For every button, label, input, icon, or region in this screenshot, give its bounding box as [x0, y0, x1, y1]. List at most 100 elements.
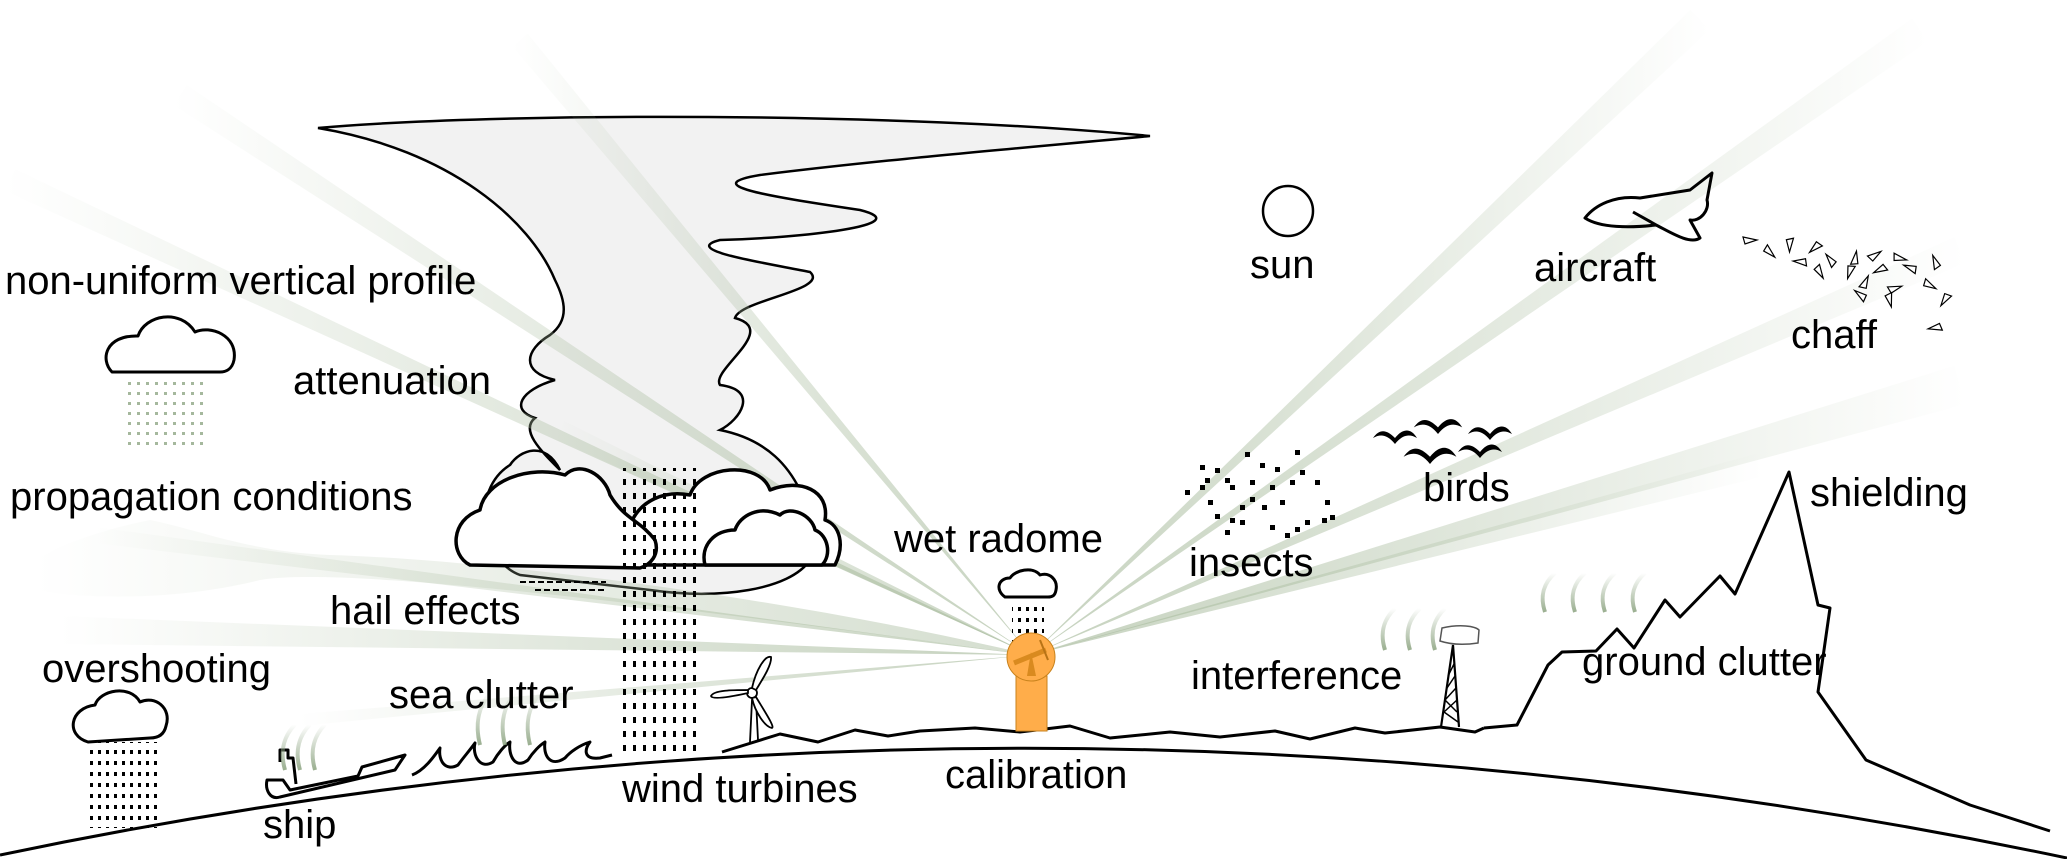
radar-beam — [59, 616, 1032, 655]
echo-arc — [1540, 571, 1557, 613]
insect — [1290, 480, 1295, 485]
chaff-particle — [1846, 265, 1857, 281]
insect — [1215, 514, 1220, 519]
insect — [1250, 480, 1255, 485]
insect — [1230, 485, 1235, 490]
insect — [1240, 505, 1245, 510]
sun-icon — [1261, 184, 1315, 238]
bird — [1373, 430, 1417, 444]
bird — [1403, 447, 1457, 464]
label-overshooting: overshooting — [42, 647, 271, 691]
radar-beam — [1031, 453, 1764, 655]
insect — [1245, 452, 1250, 457]
wind-turbine-icon — [710, 656, 774, 743]
bird — [1458, 444, 1502, 458]
cloud-icon — [104, 315, 236, 448]
insect — [1208, 500, 1213, 505]
insect — [1330, 515, 1335, 520]
aircraft-icon — [1583, 171, 1714, 242]
chaff-particle — [1849, 248, 1859, 265]
bird — [1468, 426, 1512, 440]
echo-arc — [1570, 571, 1587, 613]
wave-icon — [411, 740, 613, 777]
insect — [1275, 467, 1280, 472]
chaff-particle — [1901, 264, 1917, 275]
insect — [1270, 525, 1275, 530]
label-attenuation: attenuation — [293, 359, 491, 403]
chaff-particle — [1884, 291, 1893, 310]
label-aircraft: aircraft — [1534, 246, 1656, 290]
label-sea-clutter: sea clutter — [389, 673, 574, 717]
cloud-icon — [71, 689, 169, 828]
insect — [1262, 505, 1267, 510]
chaff-particle — [1813, 263, 1825, 281]
label-ship: ship — [263, 803, 336, 847]
chaff-particle — [1925, 322, 1944, 331]
radar-beam — [1031, 237, 1966, 656]
chaff-particle — [1931, 253, 1942, 271]
label-birds: birds — [1423, 466, 1510, 510]
echo-arc — [1405, 606, 1422, 651]
bird — [1413, 419, 1463, 434]
chaff-particle — [1922, 277, 1938, 290]
chaff-particle — [1857, 273, 1870, 290]
label-sun: sun — [1250, 243, 1315, 287]
insect — [1200, 485, 1205, 490]
chaff-particle — [1742, 236, 1760, 245]
birds-icon — [1373, 419, 1512, 464]
insects-icon — [1185, 450, 1335, 538]
insect — [1300, 470, 1305, 475]
insect — [1250, 497, 1255, 502]
insect — [1325, 500, 1330, 505]
chaff-particle — [1807, 240, 1824, 254]
echo-arc — [280, 723, 297, 771]
echo-arc — [310, 723, 327, 771]
label-chaff: chaff — [1791, 313, 1878, 357]
insect — [1305, 520, 1310, 525]
label-non-uniform-vertical-profile: non-uniform vertical profile — [5, 259, 476, 303]
chaff-particle — [1790, 258, 1808, 267]
hail-icon — [520, 581, 606, 591]
earth-surface — [0, 746, 2067, 859]
terrain-line — [721, 724, 1485, 754]
rain-icon — [620, 468, 700, 753]
insect — [1225, 530, 1230, 535]
chaff-particle — [1762, 243, 1777, 259]
insect — [1322, 518, 1327, 523]
radar-beam — [512, 33, 1031, 655]
label-propagation-conditions: propagation conditions — [10, 475, 413, 519]
label-interference: interference — [1191, 654, 1402, 698]
echo-arc — [1430, 606, 1447, 651]
chaff-particle — [1871, 263, 1889, 274]
insect — [1240, 520, 1245, 525]
chaff-particle — [1785, 237, 1795, 255]
label-insects: insects — [1189, 541, 1314, 585]
insect — [1260, 463, 1265, 468]
insect — [1280, 500, 1285, 505]
echo-arc — [1380, 606, 1397, 651]
insect — [1295, 527, 1300, 532]
insect — [1225, 478, 1230, 483]
ship-icon — [265, 748, 407, 800]
chaff-particle — [1824, 252, 1838, 269]
echo-arc — [500, 691, 517, 746]
label-hail-effects: hail effects — [330, 589, 521, 633]
echo-arc — [1600, 571, 1617, 613]
echo-arcs — [280, 571, 1647, 771]
radar-beam — [1031, 9, 1710, 656]
echo-arc — [1630, 571, 1647, 613]
radar-beam — [1031, 365, 1966, 655]
insect — [1205, 478, 1210, 483]
mountain-icon — [1483, 470, 2051, 833]
propagation-beam — [35, 520, 1031, 655]
insect — [1270, 485, 1275, 490]
echo-arc — [475, 691, 492, 746]
radar-tower-icon — [1006, 632, 1056, 732]
chaff-particle — [1939, 292, 1953, 308]
labels: non-uniform vertical profile attenuation… — [5, 243, 1968, 847]
echo-arc — [295, 723, 312, 771]
insect — [1295, 450, 1300, 455]
insect — [1230, 518, 1235, 523]
chaff-particle — [1852, 289, 1868, 303]
